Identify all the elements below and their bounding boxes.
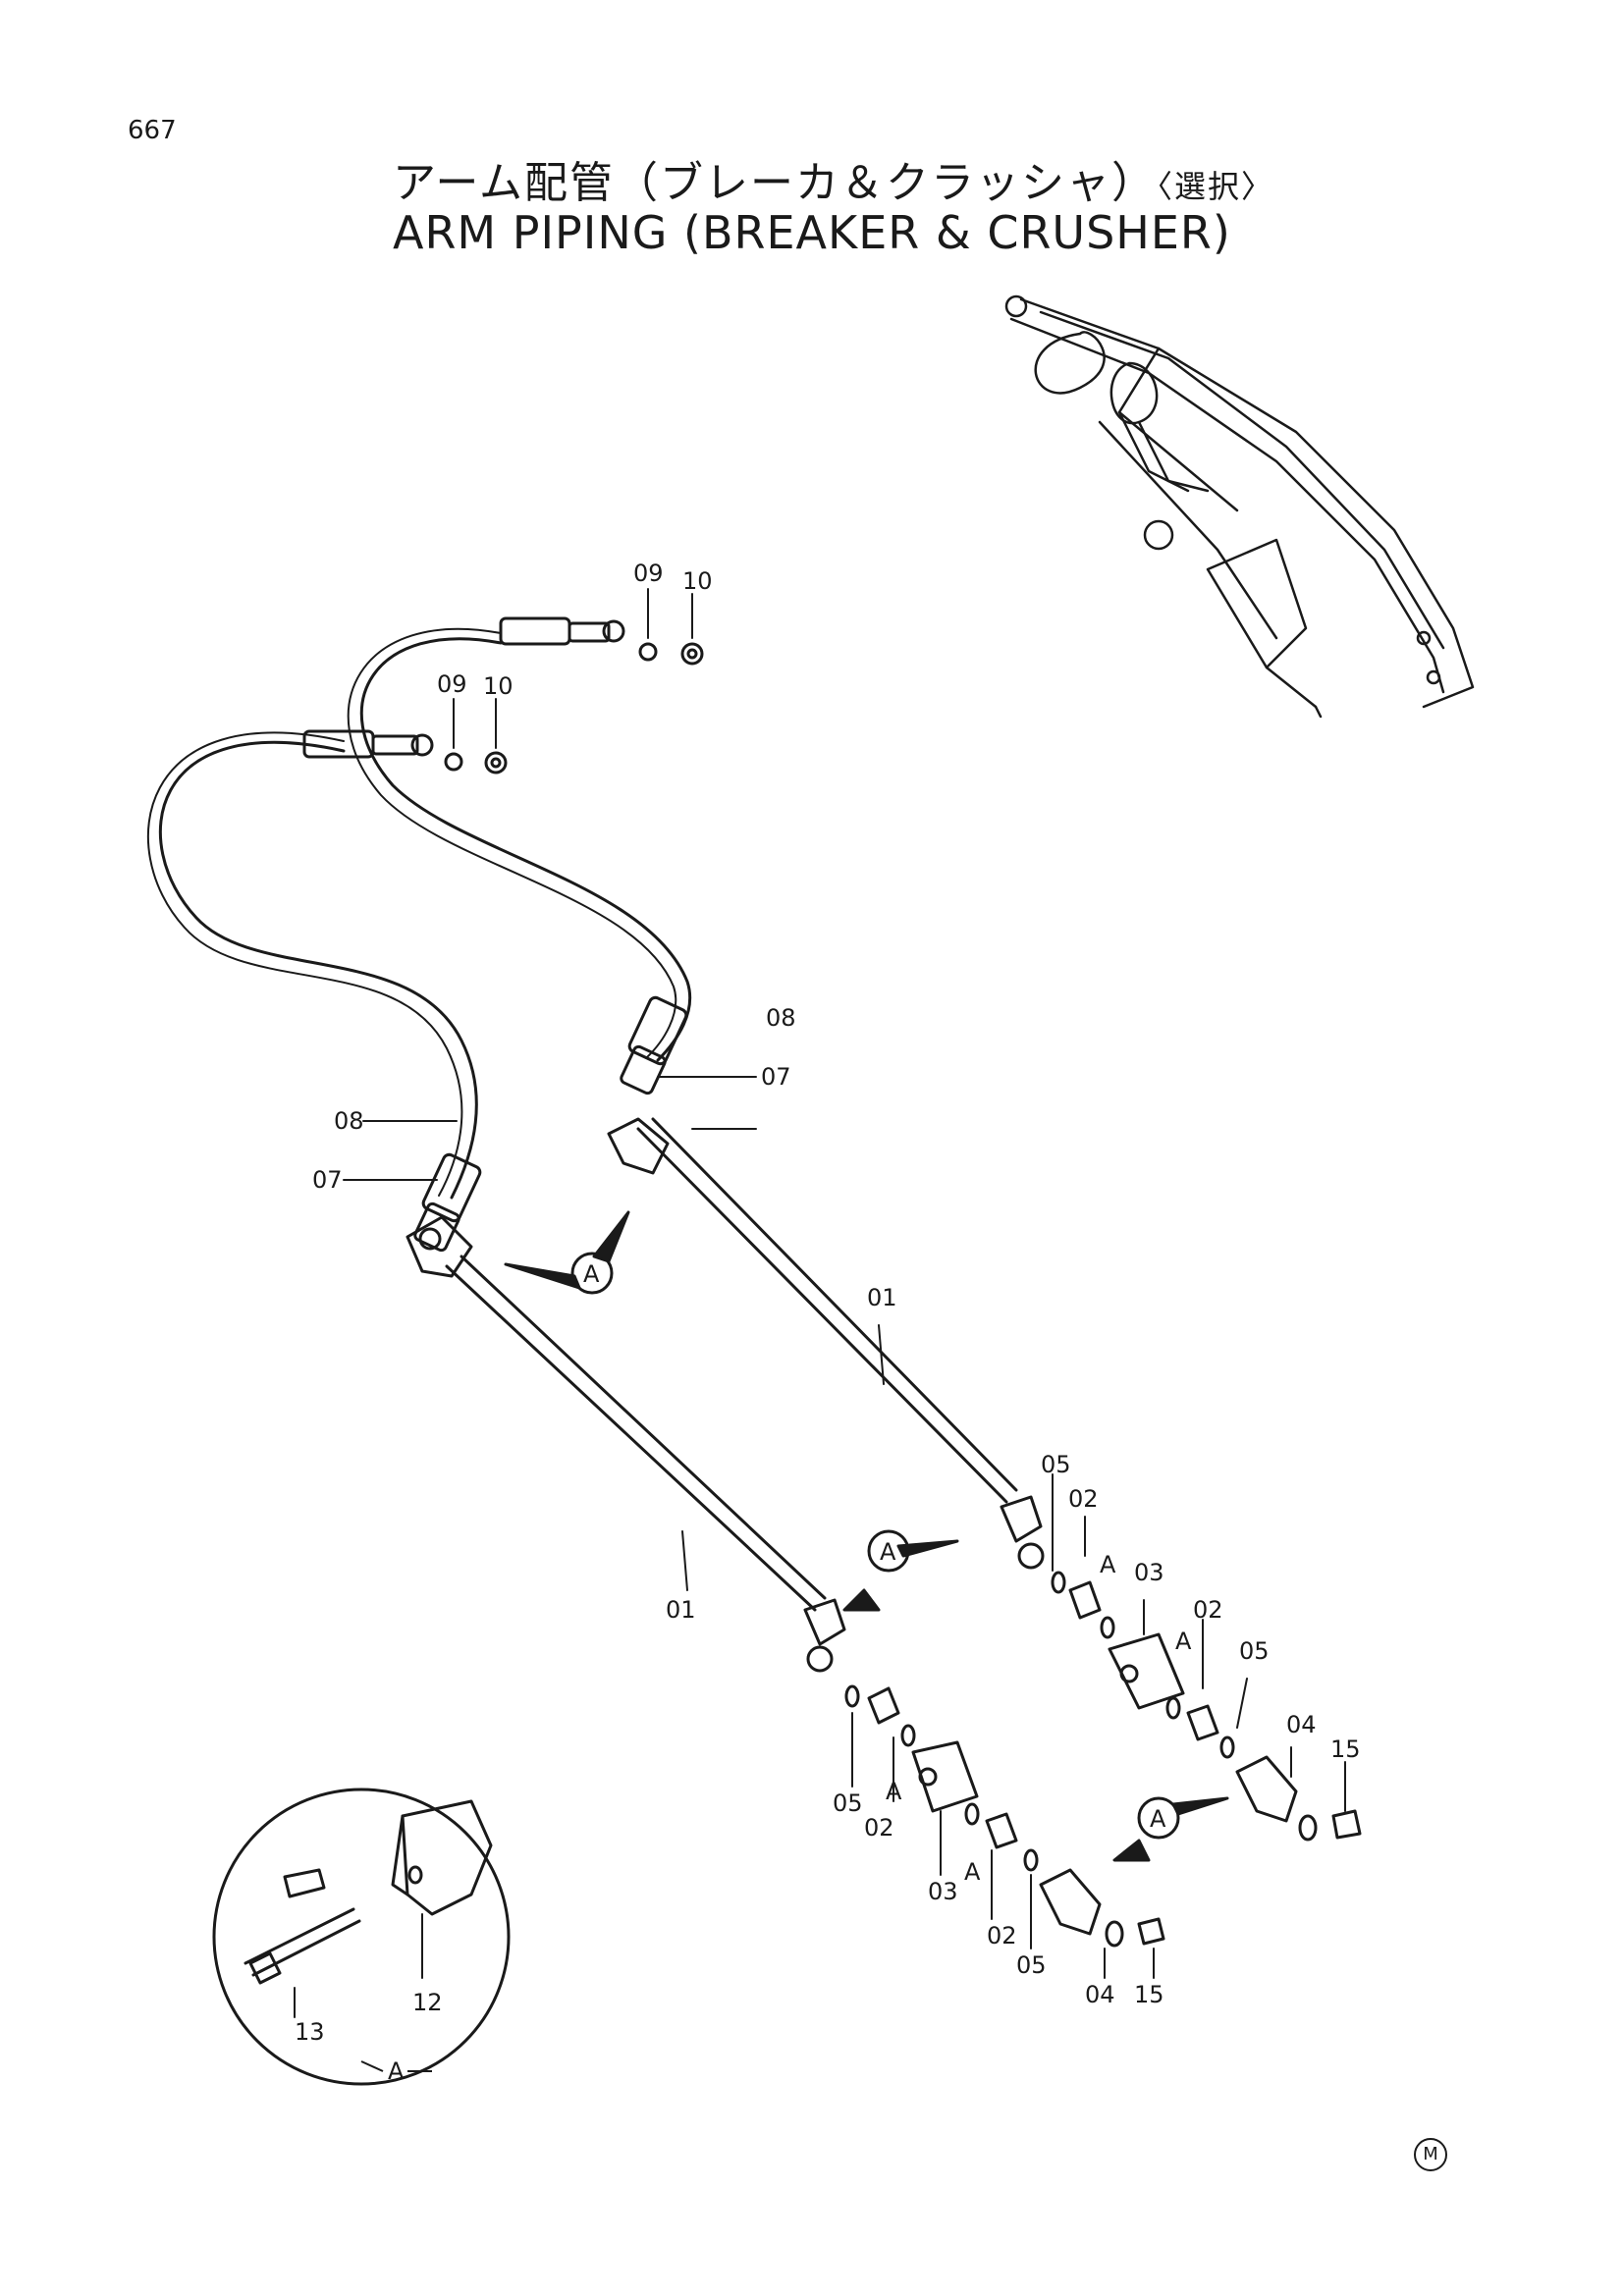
title-japanese-main: アーム配管（ブレーカ＆クラッシャ） bbox=[393, 158, 1158, 208]
callout-05: 05 bbox=[1016, 1951, 1047, 1979]
title-english: ARM PIPING (BREAKER & CRUSHER) bbox=[393, 206, 1231, 259]
callout-09: 09 bbox=[437, 670, 467, 698]
view-label-a: A bbox=[1100, 1551, 1116, 1578]
excavator-arm-illustration bbox=[1004, 294, 1475, 719]
title-japanese: アーム配管（ブレーカ＆クラッシャ）〈選択〉 bbox=[393, 147, 1274, 210]
pipes bbox=[406, 1117, 1045, 1673]
view-label-a: A bbox=[583, 1260, 600, 1288]
view-label-a: A bbox=[880, 1538, 896, 1566]
callout-03: 03 bbox=[1134, 1559, 1164, 1586]
callout-05: 05 bbox=[1041, 1451, 1071, 1478]
view-arrows bbox=[504, 1210, 1229, 1862]
detail-a-label: A bbox=[388, 2057, 405, 2085]
callout-12: 12 bbox=[412, 1989, 443, 2016]
view-label-a: A bbox=[1175, 1628, 1192, 1655]
callout-13: 13 bbox=[295, 2018, 325, 2046]
detail-a-caption: A bbox=[360, 2057, 432, 2085]
view-label-a: A bbox=[964, 1858, 981, 1886]
corner-mark: M bbox=[1414, 2138, 1447, 2171]
hose-right bbox=[347, 616, 692, 1095]
detail-a bbox=[212, 1788, 511, 2086]
view-label-a: A bbox=[1150, 1805, 1166, 1833]
callout-01: 01 bbox=[867, 1284, 897, 1311]
fittings bbox=[444, 642, 1362, 1948]
callout-05: 05 bbox=[1239, 1637, 1270, 1665]
callout-03: 03 bbox=[928, 1878, 958, 1905]
leader-lines bbox=[343, 588, 1346, 1979]
callout-01: 01 bbox=[666, 1596, 696, 1624]
title-option-tag: 〈選択〉 bbox=[1157, 168, 1275, 205]
callout-08: 08 bbox=[766, 1004, 796, 1032]
hose-left bbox=[146, 729, 482, 1253]
view-labels: A A A A A A A bbox=[583, 1260, 1192, 1886]
callouts: 01 01 02 02 02 02 03 03 04 04 05 05 05 0… bbox=[295, 560, 1361, 2046]
callout-04: 04 bbox=[1286, 1711, 1317, 1738]
callout-02: 02 bbox=[987, 1922, 1017, 1949]
callout-15: 15 bbox=[1330, 1735, 1361, 1763]
callout-10: 10 bbox=[682, 567, 713, 595]
callout-15: 15 bbox=[1134, 1981, 1164, 2008]
callout-02: 02 bbox=[1193, 1596, 1223, 1624]
callout-09: 09 bbox=[633, 560, 664, 587]
callout-02: 02 bbox=[864, 1814, 894, 1842]
view-label-a: A bbox=[886, 1778, 902, 1805]
callout-07: 07 bbox=[312, 1166, 343, 1194]
callout-02: 02 bbox=[1068, 1485, 1099, 1513]
callout-08: 08 bbox=[334, 1107, 364, 1135]
callout-07: 07 bbox=[761, 1063, 791, 1091]
callout-05: 05 bbox=[833, 1789, 863, 1817]
callout-10: 10 bbox=[483, 672, 514, 700]
callout-04: 04 bbox=[1085, 1981, 1115, 2008]
page-number: 667 bbox=[128, 116, 177, 145]
